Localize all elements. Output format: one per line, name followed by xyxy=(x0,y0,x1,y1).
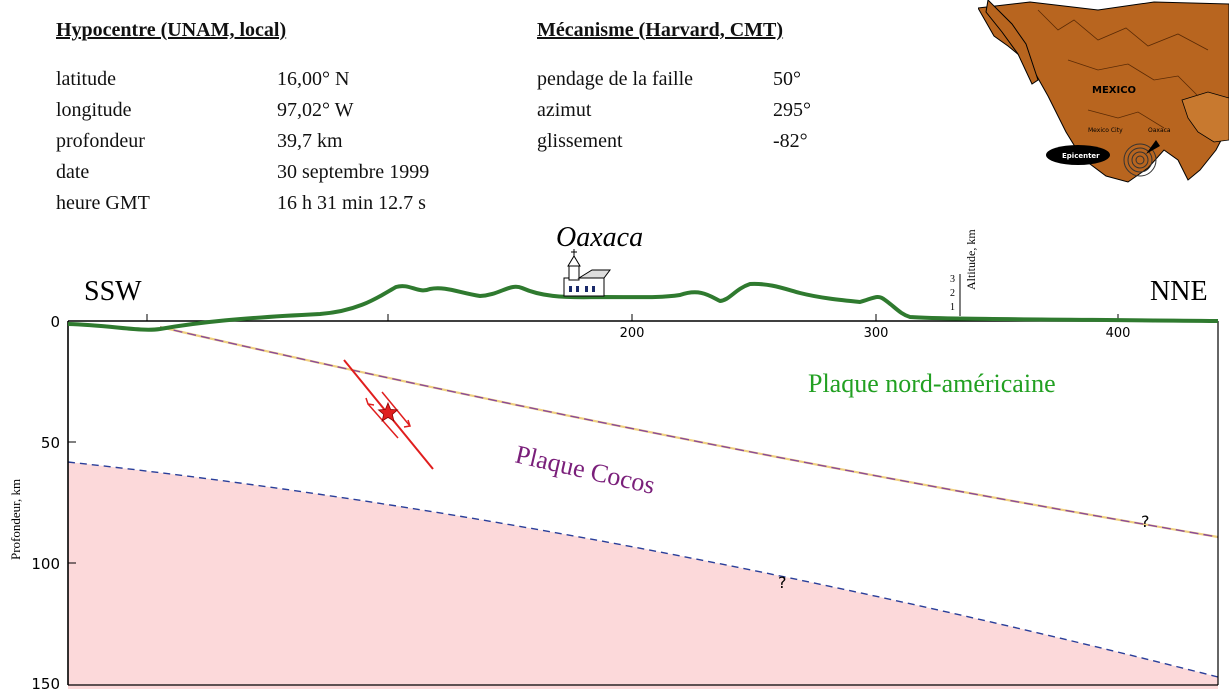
mecanisme-row: glissement -82° xyxy=(537,126,811,157)
city-label: Oaxaca xyxy=(556,222,643,253)
mecanisme-row: azimut 295° xyxy=(537,95,811,126)
slab-top-line xyxy=(159,326,1219,538)
hypocentre-label: date xyxy=(56,161,90,183)
mecanisme-table: pendage de la faille 50° azimut 295° gliss… xyxy=(537,64,811,157)
slab-bottom-line xyxy=(67,461,1219,678)
mecanisme-label: azimut xyxy=(537,99,592,121)
left-direction-label: SSW xyxy=(84,276,142,307)
altitude-tick-label: 1 xyxy=(950,302,955,313)
mexico-map-inset: MEXICO Mexico City Oaxaca Epicenter xyxy=(978,0,1229,195)
hypocentre-label: latitude xyxy=(56,68,116,90)
epicenter-rings-icon xyxy=(1123,143,1157,177)
y-tick-label: 150 xyxy=(31,675,60,689)
hypocentre-label: heure GMT xyxy=(56,192,150,214)
mecanisme-label: glissement xyxy=(537,130,623,152)
arrow-head-icon xyxy=(403,419,411,428)
mecanisme-value: 50° xyxy=(773,68,801,90)
x-tick-label: 200 xyxy=(620,326,645,341)
hanging-wall-arrow xyxy=(367,403,399,439)
altitude-tick-label: 3 xyxy=(950,274,955,285)
map-epicenter-label: Epicenter xyxy=(1062,152,1100,160)
hypocentre-row: longitude 97,02° W xyxy=(56,95,429,126)
uncertainty-marker: ? xyxy=(778,573,787,592)
epicenter-arrow-icon xyxy=(1146,140,1160,154)
hypocentre-value: 30 septembre 1999 xyxy=(277,161,430,183)
hypocentre-row: latitude 16,00° N xyxy=(56,64,429,95)
mecanisme-title: Mécanisme (Harvard, CMT) xyxy=(537,19,784,41)
arrow-head-icon xyxy=(365,397,375,406)
altitude-axis-label: Altitude, km xyxy=(964,229,978,290)
map-city-label: Oaxaca xyxy=(1148,127,1171,134)
y-tick-label: 50 xyxy=(41,434,60,452)
hypocentre-table: latitude 16,00° N longitude 97,02° W profo… xyxy=(56,64,429,219)
hypocenter-star-icon xyxy=(377,401,399,422)
north-american-plate-label: Plaque nord-américaine xyxy=(808,369,1056,398)
footwall-arrow xyxy=(381,391,411,427)
x-tick-label: 300 xyxy=(864,326,889,341)
mecanisme-value: -82° xyxy=(773,130,808,152)
hypocentre-row: date 30 septembre 1999 xyxy=(56,157,429,188)
hypocentre-label: longitude xyxy=(56,99,132,121)
hypocentre-value: 39,7 km xyxy=(277,130,343,152)
y-tick-label: 0 xyxy=(50,313,60,331)
topography-line xyxy=(67,281,1219,332)
mecanisme-row: pendage de la faille 50° xyxy=(537,64,811,95)
cocos-plate-label: Plaque Cocos xyxy=(513,440,658,500)
map-city-label: Mexico City xyxy=(1088,127,1123,134)
yucatan xyxy=(1181,91,1229,143)
y-axis-label: Profondeur, km xyxy=(8,479,23,560)
right-direction-label: NNE xyxy=(1150,276,1208,307)
map-country-label: MEXICO xyxy=(1092,85,1136,96)
hypocentre-value: 16 h 31 min 12.7 s xyxy=(277,192,426,214)
baja-peninsula xyxy=(985,0,1039,85)
church-icon xyxy=(563,249,611,297)
hypocentre-title: Hypocentre (UNAM, local) xyxy=(56,19,287,41)
x-tick-label: 400 xyxy=(1106,326,1131,341)
mecanisme-label: pendage de la faille xyxy=(537,68,694,90)
hypocentre-value: 97,02° W xyxy=(277,99,354,121)
hypocentre-row: heure GMT 16 h 31 min 12.7 s xyxy=(56,188,429,219)
uncertainty-marker: ? xyxy=(1141,512,1150,531)
mantle-region xyxy=(68,462,1218,689)
state-borders xyxy=(1067,59,1199,97)
altitude-tick-label: 2 xyxy=(950,288,955,299)
state-borders xyxy=(1037,9,1209,51)
hypocentre-label: profondeur xyxy=(56,130,145,152)
state-borders xyxy=(1087,109,1165,129)
y-tick-label: 100 xyxy=(31,555,60,573)
hypocentre-value: 16,00° N xyxy=(277,68,350,90)
hypocentre-row: profondeur 39,7 km xyxy=(56,126,429,157)
epicenter-callout xyxy=(1046,145,1110,165)
mecanisme-value: 295° xyxy=(773,99,811,121)
